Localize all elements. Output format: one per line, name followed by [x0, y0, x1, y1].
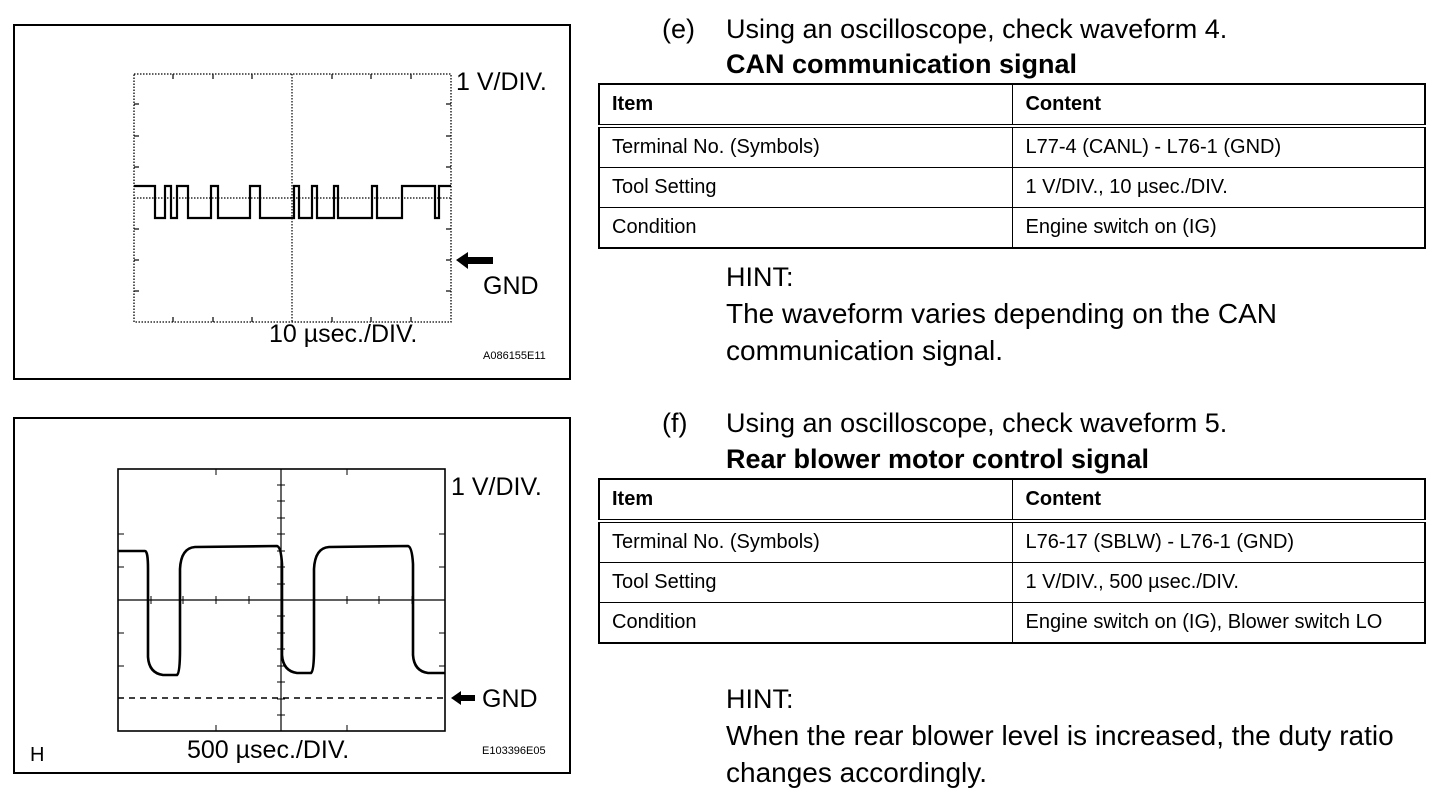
table-header-item: Item [598, 478, 1014, 523]
table-cell: 1 V/DIV., 10 µsec./DIV. [1012, 167, 1426, 208]
table-row: Condition Engine switch on (IG) [598, 207, 1426, 249]
step-e-instruction: (e) Using an oscilloscope, check wavefor… [662, 16, 1362, 46]
table-row: Tool Setting 1 V/DIV., 10 µsec./DIV. [598, 167, 1426, 208]
gnd-label: GND [483, 272, 539, 300]
left-arrow-icon [456, 252, 493, 269]
table-cell: Terminal No. (Symbols) [598, 125, 1014, 168]
section-title: Rear blower motor control signal [726, 444, 1150, 474]
left-arrow-icon [451, 691, 475, 705]
table-cell: Engine switch on (IG) [1012, 207, 1426, 249]
step-text: Using an oscilloscope, check waveform 5. [726, 408, 1228, 438]
table-row: Tool Setting 1 V/DIV., 500 µsec./DIV. [598, 562, 1426, 603]
time-per-div-label: 10 µsec./DIV. [269, 320, 418, 348]
waveform-5-figure: 1 V/DIV. GND 500 µsec./DIV. H E103396E05 [13, 417, 571, 774]
hint-text: The waveform varies depending on the CAN… [726, 298, 1277, 366]
volts-per-div-label: 1 V/DIV. [456, 68, 547, 96]
table-cell: Terminal No. (Symbols) [598, 520, 1014, 563]
spec-table-e: Item Content Terminal No. (Symbols) L77-… [598, 83, 1426, 249]
table-row: Terminal No. (Symbols) L76-17 (SBLW) - L… [598, 520, 1426, 563]
table-cell: Condition [598, 207, 1014, 249]
oscilloscope-screen [117, 468, 475, 732]
step-f-instruction: (f) Using an oscilloscope, check wavefor… [662, 410, 1362, 440]
hint-text: When the rear blower level is increased,… [726, 720, 1394, 788]
figure-code: A086155E11 [483, 350, 546, 362]
step-text: Using an oscilloscope, check waveform 4. [726, 14, 1228, 44]
table-header-row: Item Content [598, 478, 1426, 523]
table-cell: L77-4 (CANL) - L76-1 (GND) [1012, 125, 1426, 168]
can-waveform-trace [134, 184, 451, 220]
waveform-4-figure: 1 V/DIV. GND 10 µsec./DIV. A086155E11 [13, 24, 571, 380]
oscilloscope-screen [133, 73, 493, 323]
table-cell: Condition [598, 602, 1014, 644]
time-per-div-label: 500 µsec./DIV. [187, 736, 350, 764]
table-header-content: Content [1012, 478, 1426, 523]
figure-corner-label: H [30, 744, 45, 766]
table-header-item: Item [598, 83, 1014, 128]
table-cell: L76-17 (SBLW) - L76-1 (GND) [1012, 520, 1426, 563]
table-row: Terminal No. (Symbols) L77-4 (CANL) - L7… [598, 125, 1426, 168]
step-letter: (f) [662, 408, 688, 438]
table-cell: Tool Setting [598, 562, 1014, 603]
spec-table-f: Item Content Terminal No. (Symbols) L76-… [598, 478, 1426, 644]
table-cell: 1 V/DIV., 500 µsec./DIV. [1012, 562, 1426, 603]
section-title: CAN communication signal [726, 49, 1078, 79]
table-header-row: Item Content [598, 83, 1426, 128]
figure-code: E103396E05 [482, 745, 546, 757]
hint-title: HINT: [726, 684, 794, 714]
hint-title: HINT: [726, 262, 794, 292]
volts-per-div-label: 1 V/DIV. [451, 473, 542, 501]
blower-waveform-trace [118, 544, 445, 677]
table-header-content: Content [1012, 83, 1426, 128]
gnd-label: GND [482, 685, 538, 713]
step-letter: (e) [662, 14, 695, 44]
table-row: Condition Engine switch on (IG), Blower … [598, 602, 1426, 644]
table-cell: Tool Setting [598, 167, 1014, 208]
table-cell: Engine switch on (IG), Blower switch LO [1012, 602, 1426, 644]
